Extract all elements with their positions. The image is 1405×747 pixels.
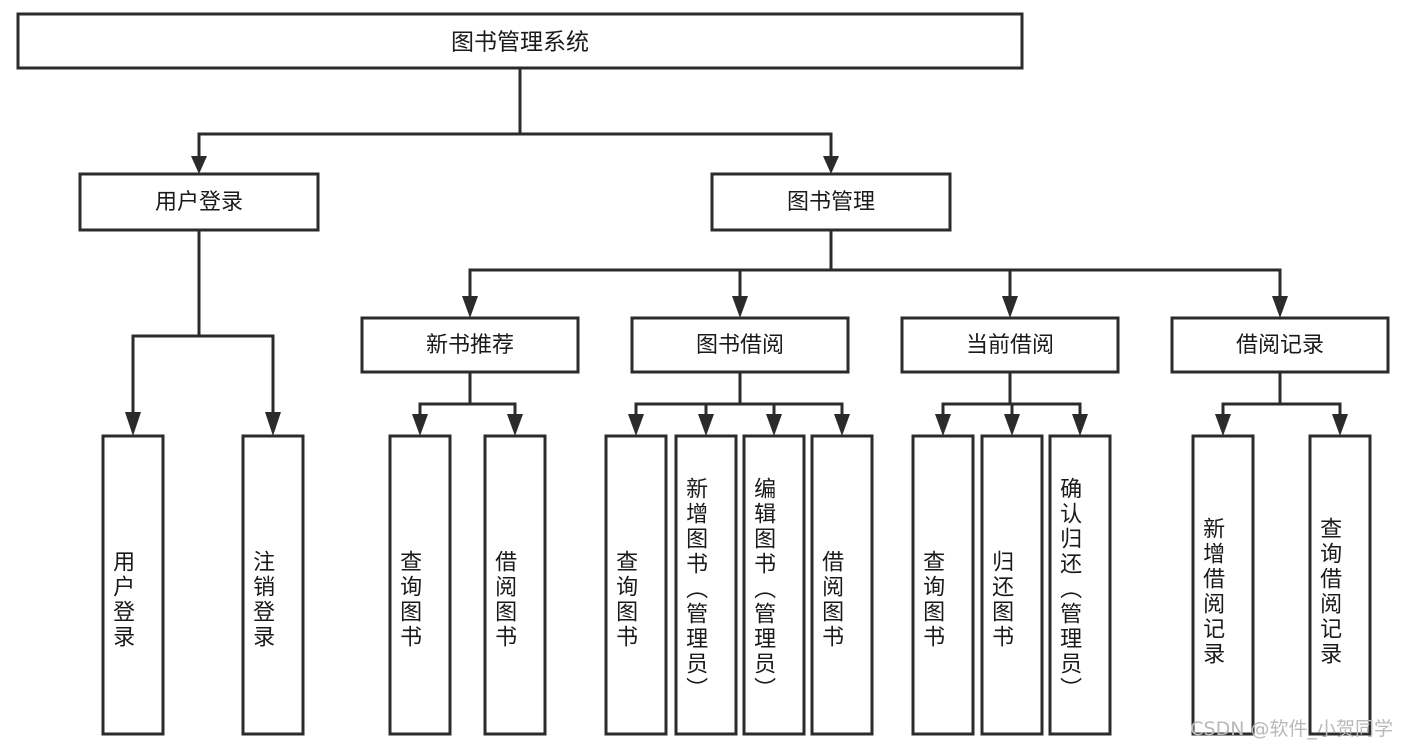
arrow-head-leaf-4 [507,414,523,436]
node-book-management[interactable]: 图书管理 [710,172,952,232]
leaf-rect-query-borrow-record[interactable] [1308,434,1372,736]
node-new-book-recommend-label: 新书推荐 [426,333,514,358]
node-book-management-rect[interactable] [710,172,952,232]
arrow-head-user-login [191,156,207,174]
node-new-book-recommend-rect[interactable] [360,316,580,374]
node-root[interactable]: 图书管理系统 [16,12,1024,70]
leaf-rect-return-book[interactable] [980,434,1044,736]
connector-layer [125,66,1348,436]
node-user-login-label: 用户登录 [155,190,243,215]
node-current-borrow-rect[interactable] [900,316,1120,374]
node-current-borrow-label: 当前借阅 [966,333,1054,358]
node-new-book-recommend[interactable]: 新书推荐 [360,316,580,374]
arrow-head-record [1272,296,1288,318]
arrow-head-leaf-8 [834,414,850,436]
node-borrow-record[interactable]: 借阅记录 [1170,316,1390,374]
leaf-rect-logout[interactable] [241,434,305,736]
leaf-rect-borrow-book-1[interactable] [483,434,547,736]
csdn-watermark: CSDN @软件_小贺同学 [1190,718,1393,740]
arrow-head-current [1002,296,1018,318]
leaf-rect-confirm-return-admin[interactable] [1048,434,1112,736]
node-book-management-label: 图书管理 [787,190,875,215]
leaf-rect-edit-book-admin[interactable] [742,434,806,736]
node-root-rect[interactable] [16,12,1024,70]
node-book-borrow-rect[interactable] [630,316,850,374]
arrow-head-newbook [462,296,478,318]
node-book-borrow-label: 图书借阅 [696,333,784,358]
leaf-rect-query-book-2[interactable] [604,434,668,736]
arrow-head-leaf-13 [1332,414,1348,436]
arrow-head-leaf-11 [1072,414,1088,436]
arrow-head-leaf-3 [412,414,428,436]
leaf-rect-add-borrow-record[interactable] [1191,434,1255,736]
arrow-head-leaf-1 [125,412,141,436]
arrow-head-book-manage [823,156,839,174]
node-current-borrow[interactable]: 当前借阅 [900,316,1120,374]
node-layer: 图书管理系统 用户登录 图书管理 新书推荐 图书借阅 当前 [16,12,1390,736]
leaf-rect-query-book-1[interactable] [388,434,452,736]
arrow-head-leaf-9 [935,414,951,436]
node-user-login-rect[interactable] [78,172,320,232]
leaf-rect-query-book-3[interactable] [911,434,975,736]
node-root-label: 图书管理系统 [451,30,589,56]
arrow-head-leaf-2 [265,412,281,436]
leaf-rect-borrow-book-2[interactable] [810,434,874,736]
arrow-head-leaf-7 [766,414,782,436]
leaf-rect-user-login[interactable] [101,434,165,736]
node-book-borrow[interactable]: 图书借阅 [630,316,850,374]
arrow-head-borrow [732,296,748,318]
arrow-head-leaf-12 [1215,414,1231,436]
node-user-login[interactable]: 用户登录 [78,172,320,232]
arrow-head-leaf-10 [1004,414,1020,436]
arrow-head-leaf-5 [628,414,644,436]
leaf-rect-add-book-admin[interactable] [674,434,738,736]
node-borrow-record-label: 借阅记录 [1236,333,1324,358]
arrow-head-leaf-6 [698,414,714,436]
node-borrow-record-rect[interactable] [1170,316,1390,374]
